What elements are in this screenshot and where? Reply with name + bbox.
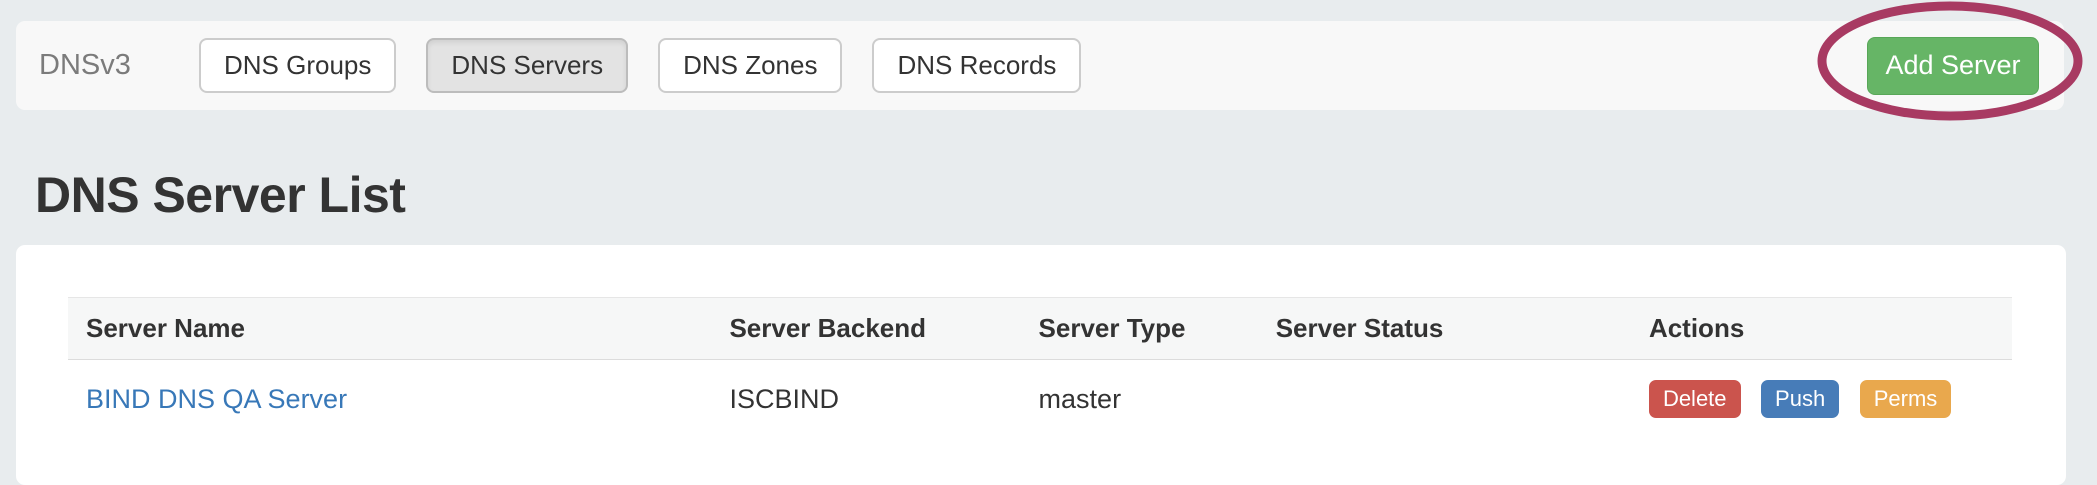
col-actions: Actions: [1630, 297, 2012, 360]
delete-button[interactable]: Delete: [1648, 380, 1741, 418]
server-name-link[interactable]: BIND DNS QA Server: [86, 383, 348, 414]
server-table: Server Name Server Backend Server Type S…: [68, 297, 2012, 434]
cell-server-backend: ISCBIND: [729, 383, 839, 414]
cell-server-name: BIND DNS QA Server: [68, 360, 711, 435]
col-server-backend: Server Backend: [711, 297, 1021, 360]
cell-actions: Delete Push Perms: [1631, 360, 2012, 435]
server-list-card: Server Name Server Backend Server Type S…: [16, 245, 2066, 485]
table-row: BIND DNS QA Server ISCBIND master Delete…: [68, 360, 2012, 435]
page-title: DNS Server List: [35, 167, 406, 223]
tab-dns-groups[interactable]: DNS Groups: [199, 38, 397, 93]
cell-server-status: [1258, 360, 1631, 435]
tab-dns-records[interactable]: DNS Records: [872, 38, 1082, 93]
perms-button[interactable]: Perms: [1859, 380, 1952, 418]
tab-dns-zones[interactable]: DNS Zones: [658, 38, 843, 93]
col-server-type: Server Type: [1020, 297, 1258, 360]
col-server-name: Server Name: [68, 297, 712, 360]
table-header-row: Server Name Server Backend Server Type S…: [68, 297, 2012, 360]
col-server-status: Server Status: [1257, 297, 1631, 360]
push-button[interactable]: Push: [1761, 380, 1840, 418]
add-server-button[interactable]: Add Server: [1867, 36, 2039, 95]
navbar: DNSv3 DNS Groups DNS Servers DNS Zones D…: [16, 21, 2064, 110]
cell-server-type: master: [1038, 383, 1122, 414]
brand-dnsv3: DNSv3: [39, 49, 131, 81]
tab-dns-servers[interactable]: DNS Servers: [426, 38, 629, 93]
